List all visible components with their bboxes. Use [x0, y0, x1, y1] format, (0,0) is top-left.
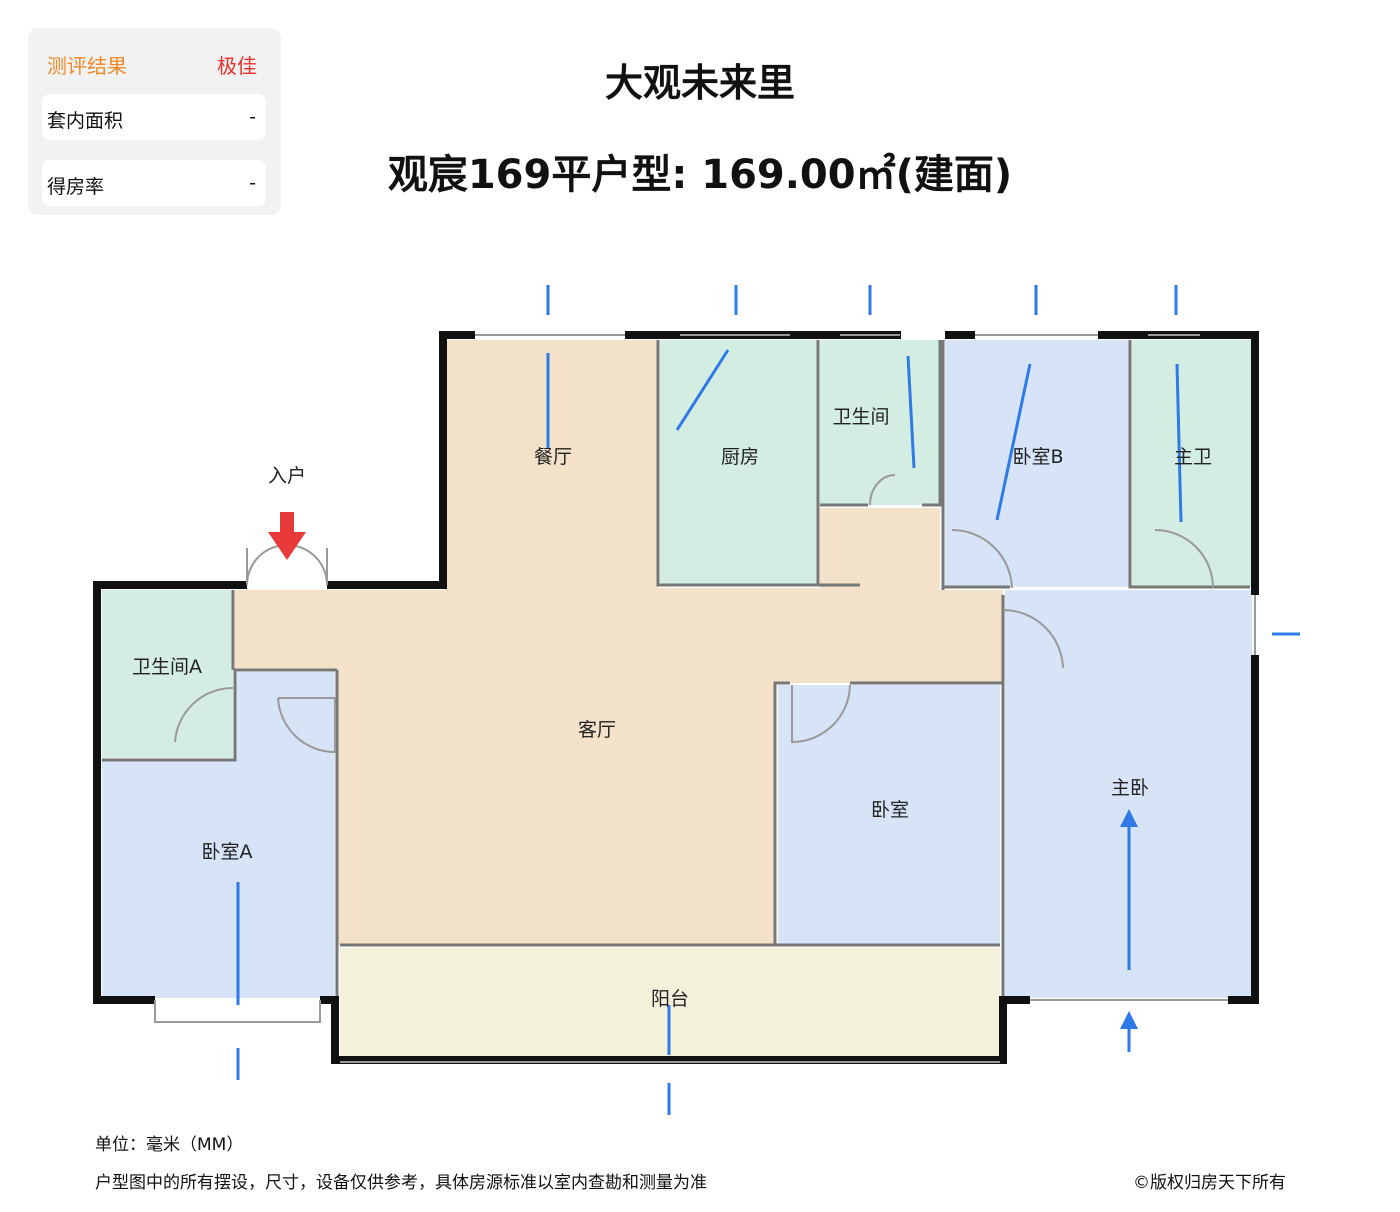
bedroom-b	[945, 340, 1130, 587]
evaluation-panel: 测评结果 极佳 套内面积 - 得房率 -	[28, 28, 281, 215]
room-labels: 入户 餐厅 厨房 卫生间 卧室B 主卫 卫生间A 客厅 卧室 主卧 卧室A 阳台	[132, 406, 1212, 1010]
bedroom	[778, 685, 1000, 945]
room-label-living: 客厅	[578, 719, 616, 741]
room-label-balcony: 阳台	[651, 988, 689, 1010]
row-value: -	[249, 106, 256, 128]
result-label: 测评结果	[47, 54, 127, 78]
room-label-master-bath: 主卫	[1174, 446, 1212, 468]
bath-a	[102, 590, 233, 758]
efficiency-row: 得房率 -	[42, 160, 266, 206]
windows	[154, 334, 1256, 1063]
room-label-bath-a: 卫生间A	[132, 656, 202, 678]
room-label-bedroom: 卧室	[871, 799, 909, 821]
room-label-kitchen: 厨房	[721, 446, 759, 468]
room-label-bedroom-a: 卧室A	[202, 841, 253, 863]
result-value: 极佳	[217, 54, 257, 78]
entrance-label: 入户	[268, 465, 306, 487]
room-label-dining: 餐厅	[534, 446, 572, 468]
kitchen	[660, 340, 818, 585]
bathroom	[820, 340, 940, 505]
row-label: 套内面积	[47, 110, 124, 132]
room-label-bedroom-b: 卧室B	[1012, 446, 1063, 468]
unit-note: 单位：毫米（MM）	[95, 1135, 244, 1155]
project-title: 大观未来里	[604, 61, 795, 105]
disclaimer: 户型图中的所有摆设，尺寸，设备仅供参考，具体房源标准以室内查勘和测量为准	[95, 1173, 707, 1193]
copyright: ©版权归房天下所有	[1133, 1173, 1286, 1193]
row-label: 得房率	[47, 176, 105, 198]
unit-title: 观宸169平户型: 169.00㎡(建面)	[387, 152, 1013, 198]
airflow-arrows	[236, 285, 1300, 1115]
interior-walls	[102, 340, 1250, 1000]
room-label-bath: 卫生间	[832, 406, 889, 428]
inner-area-row: 套内面积 -	[42, 94, 266, 140]
entry-arrow-icon	[268, 512, 306, 560]
room-label-master: 主卧	[1111, 777, 1149, 799]
master-bath	[1132, 340, 1252, 587]
row-value: -	[249, 172, 256, 194]
bedroom-a	[102, 672, 335, 998]
living-area	[235, 340, 1003, 945]
